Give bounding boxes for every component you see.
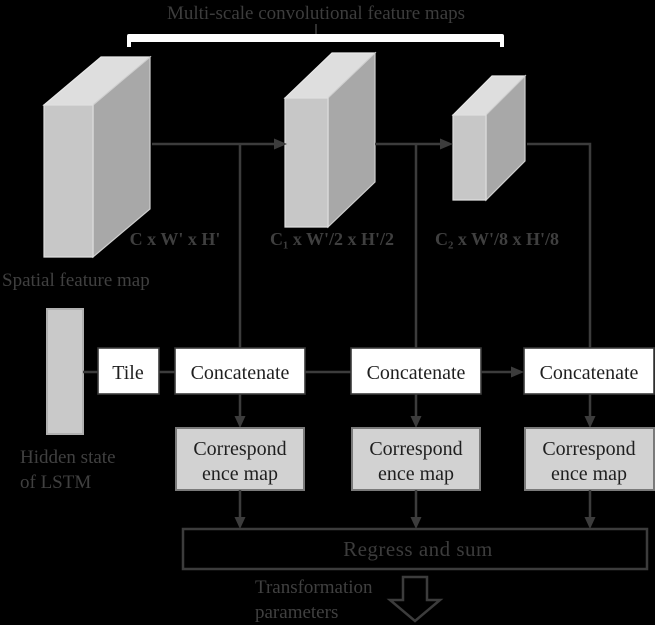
correspondence-box-2 <box>351 427 481 491</box>
feature-map-cuboid-2 <box>283 51 377 229</box>
output-caption-line1: Transformation <box>255 577 373 598</box>
output-caption-line2: parameters <box>255 602 338 623</box>
concatenate-label-3: Concatenate <box>540 362 639 384</box>
spatial-feature-map-caption: Spatial feature map <box>2 270 150 291</box>
dim-label-1: C x W' x H' <box>130 229 221 249</box>
correspondence1-line2: ence map <box>202 463 278 485</box>
figure-title: Multi-scale convolutional feature maps <box>167 3 465 24</box>
feature-map-cuboid-1 <box>42 55 152 259</box>
lstm-caption-line1: Hidden state <box>20 447 116 468</box>
cuboid3-front-face <box>452 114 487 201</box>
arrow-concat1-to-corr1 <box>234 394 246 428</box>
line-map3-branch <box>527 142 592 348</box>
correspondence2-line2: ence map <box>378 463 454 485</box>
regress-and-sum-box <box>181 527 649 571</box>
arrow-concat2-to-concat3 <box>481 366 524 378</box>
arrowhead-right <box>274 138 287 150</box>
arrowhead-down <box>410 416 422 428</box>
arrow-concat2-to-corr2 <box>410 394 422 428</box>
arrow-corr1-to-regress <box>234 490 246 529</box>
correspondence3-line1: Correspond <box>542 438 635 460</box>
cuboid1-front-face <box>43 104 94 258</box>
correspondence1-line1: Correspond <box>193 438 286 460</box>
concatenate-box-3 <box>523 347 655 395</box>
concatenate-label-1: Concatenate <box>191 362 290 384</box>
correspondence3-line2: ence map <box>551 463 627 485</box>
output-hollow-arrow-icon <box>386 575 444 623</box>
arrowhead-right <box>440 138 453 150</box>
correspondence-box-1 <box>175 427 305 491</box>
concatenate-label-2: Concatenate <box>367 362 466 384</box>
regress-and-sum-label: Regress and sum <box>343 537 493 561</box>
arrow-corr2-to-regress <box>410 490 422 529</box>
tile-label: Tile <box>112 362 144 384</box>
arrowhead-down <box>410 517 422 529</box>
arrow-corr3-to-regress <box>584 490 596 529</box>
arrowhead-right <box>511 366 524 378</box>
arrow-map2-to-map3 <box>375 138 453 150</box>
arrowhead-down <box>234 416 246 428</box>
arrowhead-down <box>584 517 596 529</box>
correspondence2-line1: Correspond <box>369 438 462 460</box>
arrowhead-down <box>234 517 246 529</box>
dim-label-3: C₂ x W'/8 x H'/8 <box>435 229 559 249</box>
brace-left-hook <box>127 40 131 47</box>
lstm-hidden-state-rect <box>46 308 84 435</box>
arrow-concat3-to-corr3 <box>584 394 596 428</box>
feature-map-cuboid-3 <box>451 74 527 202</box>
lstm-caption-line2: of LSTM <box>20 472 91 493</box>
dim-label-2: C₁ x W'/2 x H'/2 <box>270 229 394 249</box>
brace-bar <box>127 34 504 42</box>
brace-right-hook <box>500 40 504 47</box>
cuboid2-front-face <box>284 97 329 228</box>
tile-box <box>97 347 160 395</box>
arrow-map1-to-map2 <box>152 138 287 150</box>
arrowhead-down <box>584 416 596 428</box>
